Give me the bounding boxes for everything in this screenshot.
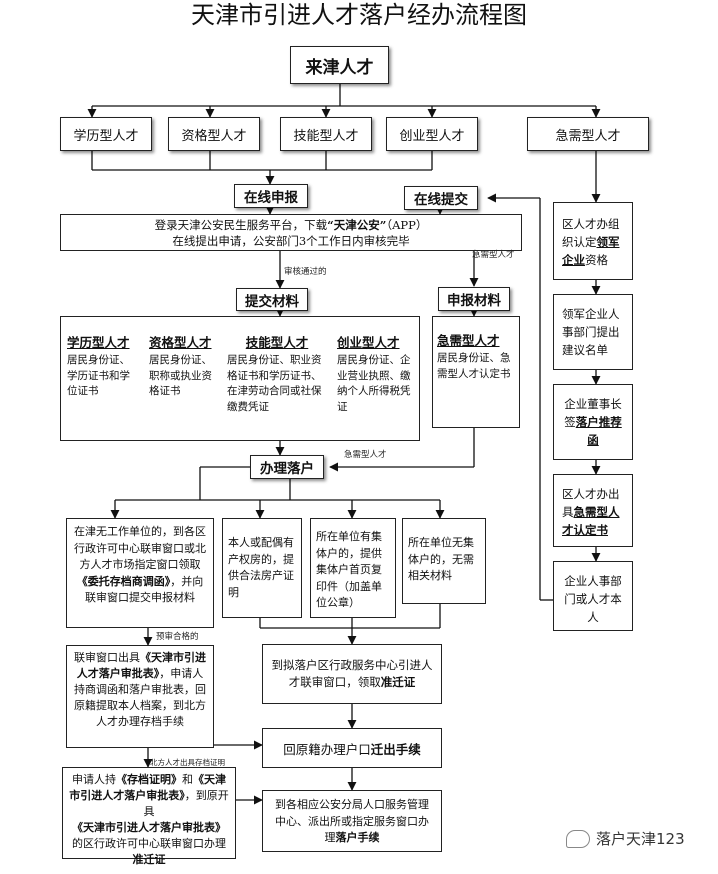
material-title: 创业型人才 — [337, 335, 400, 350]
chain-text: 资格 — [585, 253, 608, 267]
chain-text: 企业董事长签 — [564, 397, 622, 429]
handle-settle-box: 办理落户 — [250, 455, 324, 479]
app-name: “天津公安” — [327, 217, 387, 232]
chain-step-5: 企业人事部门或人才本人 — [553, 561, 633, 631]
go-center-box: 到拟落户区行政服务中心引进人才联审窗口，领取准迁证 — [262, 644, 442, 704]
material-desc: 居民身份证、职业资格证书和学历证书、在津劳动合同或社保缴费凭证 — [227, 354, 322, 413]
login-instructions-box: 登录天津公安民生服务平台，下载“天津公安”（APP） 在线提出申请，公安部门3个… — [60, 214, 522, 251]
login-text-a: 登录天津公安民生服务平台，下载 — [154, 217, 328, 232]
joint-text: ，申请人持商调函和落户审批表，回原籍提取本人档案，到北方人才办理存档手续 — [74, 667, 206, 728]
apply-hold-box: 申请人持《存档证明》和《天津市引进人才落户审批表》，到原开具《天津市引进人才落户… — [62, 767, 236, 866]
branch-no-employer: 在津无工作单位的，到各区行政许可中心联审窗口或北方人才市场指定窗口领取《委托存档… — [66, 518, 214, 628]
type-box-urgent: 急需型人才 — [527, 117, 649, 151]
login-line-2: 在线提出申请，公安部门3个工作日内审核完毕 — [172, 233, 410, 248]
transfer-permit: 准迁证 — [132, 853, 166, 866]
branch-text: 在津无工作单位的，到各区行政许可中心联审窗口或北方人才市场指定窗口领取 — [74, 525, 206, 571]
move-out: 迁出手续 — [370, 741, 421, 757]
approval-form: 《天津市引进人才落户审批表》 — [76, 651, 206, 680]
watermark-text: 落户天津123 — [596, 830, 685, 848]
final-text: 到各相应公安分局人口服务管理中心、派出所或指定服务窗口办理 — [275, 798, 429, 844]
urgent-label-1: 急需型人才 — [472, 250, 515, 260]
submit-materials-box: 提交材料 — [236, 288, 308, 311]
hold-text: ，到原开具 — [143, 789, 229, 818]
online-submit-box: 在线提交 — [404, 186, 478, 210]
hold-text: 和 — [182, 773, 193, 786]
transfer-permit: 准迁证 — [380, 675, 416, 689]
entrust-letter: 《委托存档商调函》 — [76, 574, 171, 588]
type-box-qualification: 资格型人才 — [168, 117, 260, 151]
chain-step-1: 区人才办组织认定领军企业资格 — [553, 202, 633, 280]
chain-text: 区人才办组织认定 — [562, 217, 620, 249]
center-text: 到拟落户区行政服务中心引进人才联审窗口，领取 — [271, 658, 433, 689]
type-box-entrepreneur: 创业型人才 — [386, 117, 478, 151]
login-line-1: 登录天津公安民生服务平台，下载“天津公安”（APP） — [155, 217, 428, 233]
login-text-c: （APP） — [386, 217, 428, 232]
hold-text: 申请人持 — [72, 773, 116, 786]
settle-procedure: 落户手续 — [335, 831, 380, 844]
branch-property: 本人或配偶有产权房的，提供合法房产证明 — [222, 518, 302, 618]
chain-step-4: 区人才办出具急需型人才认定书 — [553, 474, 633, 547]
type-box-academic: 学历型人才 — [60, 117, 152, 151]
return-origin-box: 回原籍办理户口迁出手续 — [262, 728, 442, 768]
archive-cert: 《存档证明》 — [116, 773, 182, 786]
recommendation-letter: 落户推荐函 — [575, 415, 622, 447]
pre-review-label: 预审合格的 — [156, 632, 199, 642]
material-qualification: 资格型人才 居民身份证、职称或执业资格证书 — [149, 333, 219, 400]
reviewed-label: 审核通过的 — [284, 267, 327, 277]
leading-enterprise: 领军企业 — [562, 235, 620, 267]
branch-text: ，并向联审窗口提交申报材料 — [85, 574, 204, 605]
material-academic: 学历型人才 居民身份证、学历证书和学位证书 — [67, 333, 139, 400]
material-title: 资格型人才 — [149, 335, 212, 350]
chain-step-2: 领军企业人事部门提出建议名单 — [553, 294, 633, 370]
materials-box: 学历型人才 居民身份证、学历证书和学位证书 资格型人才 居民身份证、职称或执业资… — [60, 316, 420, 441]
archive-label: 北方人才出具存档证明 — [150, 758, 225, 767]
hold-text: 的区行政许可中心联审窗口办理 — [72, 837, 226, 850]
material-desc: 居民身份证、急需型人才认定书 — [437, 352, 511, 380]
source-node: 来津人才 — [290, 46, 389, 84]
approval-form: 《天津市引进人才落户审批表》 — [69, 773, 226, 802]
joint-text: 联审窗口出具 — [74, 651, 140, 664]
page-title: 天津市引进人才落户经办流程图 — [191, 1, 527, 29]
material-desc: 居民身份证、企业营业执照、缴纳个人所得税凭证 — [337, 354, 411, 413]
material-title: 急需型人才 — [437, 333, 500, 348]
branch-collective-household: 所在单位有集体户的，提供集体户首页复印件（加盖单位公章） — [310, 518, 396, 618]
joint-window-box: 联审窗口出具《天津市引进人才落户审批表》，申请人持商调函和落户审批表，回原籍提取… — [66, 645, 214, 748]
material-desc: 居民身份证、职称或执业资格证书 — [149, 354, 212, 397]
online-apply-box: 在线申报 — [234, 184, 308, 208]
material-skill: 技能型人才 居民身份证、职业资格证书和学历证书、在津劳动合同或社保缴费凭证 — [227, 333, 327, 415]
material-desc: 居民身份证、学历证书和学位证书 — [67, 354, 130, 397]
return-text: 回原籍办理户口 — [283, 741, 371, 757]
chain-text: 区人才办出具 — [562, 487, 620, 519]
chain-step-3: 企业董事长签落户推荐函 — [553, 384, 633, 460]
branch-no-collective: 所在单位无集体户的，无需相关材料 — [402, 518, 486, 604]
urgent-materials-box: 急需型人才 居民身份证、急需型人才认定书 — [432, 316, 520, 428]
type-box-skill: 技能型人才 — [280, 117, 372, 151]
chat-bubble-icon — [566, 829, 590, 848]
watermark: 落户天津123 — [566, 828, 685, 849]
material-entrepreneur: 创业型人才 居民身份证、企业营业执照、缴纳个人所得税凭证 — [337, 333, 415, 415]
approval-form: 《天津市引进人才落户审批表》 — [72, 821, 226, 834]
final-step-box: 到各相应公安分局人口服务管理中心、派出所或指定服务窗口办理落户手续 — [262, 790, 442, 852]
material-title: 学历型人才 — [67, 335, 130, 350]
apply-materials-box: 申报材料 — [438, 287, 510, 311]
urgent-cert: 急需型人才认定书 — [562, 505, 620, 537]
urgent-label-2: 急需型人才 — [344, 450, 387, 460]
material-title: 技能型人才 — [245, 335, 309, 350]
